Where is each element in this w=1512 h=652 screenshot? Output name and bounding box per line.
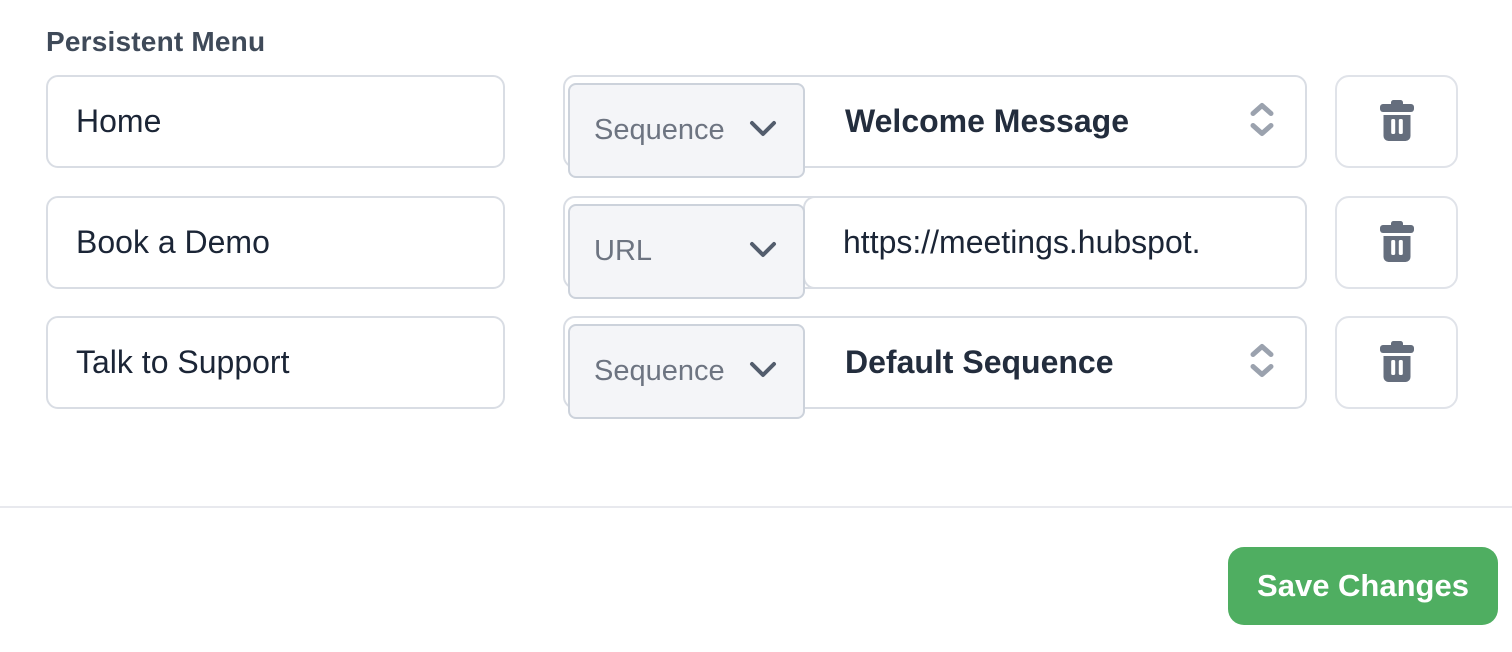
action-type-label: Sequence: [594, 355, 725, 387]
url-value-input[interactable]: [803, 196, 1307, 289]
trash-icon: [1379, 340, 1414, 385]
delete-menu-item-button[interactable]: [1335, 75, 1458, 168]
action-type-dropdown[interactable]: URL: [568, 204, 805, 299]
trash-icon: [1379, 99, 1414, 144]
save-changes-button[interactable]: Save Changes: [1228, 547, 1498, 625]
sequence-value-label: Welcome Message: [845, 103, 1129, 139]
menu-label-input[interactable]: [46, 196, 505, 289]
action-type-dropdown[interactable]: Sequence: [568, 83, 805, 178]
chevron-down-icon: [749, 120, 777, 142]
action-type-label: Sequence: [594, 114, 725, 146]
chevron-down-icon: [749, 361, 777, 383]
action-type-label: URL: [594, 235, 653, 267]
action-type-dropdown[interactable]: Sequence: [568, 324, 805, 419]
chevron-up-down-icon: [1249, 101, 1275, 142]
section-divider: [0, 506, 1512, 508]
menu-item-row: Default Sequence Sequence: [0, 316, 1512, 419]
sequence-value-label: Default Sequence: [845, 344, 1114, 380]
menu-item-row: URL: [0, 196, 1512, 299]
delete-menu-item-button[interactable]: [1335, 316, 1458, 409]
chevron-up-down-icon: [1249, 342, 1275, 383]
menu-item-row: Welcome Message Sequence: [0, 75, 1512, 178]
chevron-down-icon: [749, 241, 777, 263]
menu-label-input[interactable]: [46, 75, 505, 168]
menu-label-input[interactable]: [46, 316, 505, 409]
save-changes-label: Save Changes: [1257, 568, 1469, 603]
delete-menu-item-button[interactable]: [1335, 196, 1458, 289]
trash-icon: [1379, 220, 1414, 265]
section-title: Persistent Menu: [46, 26, 266, 57]
